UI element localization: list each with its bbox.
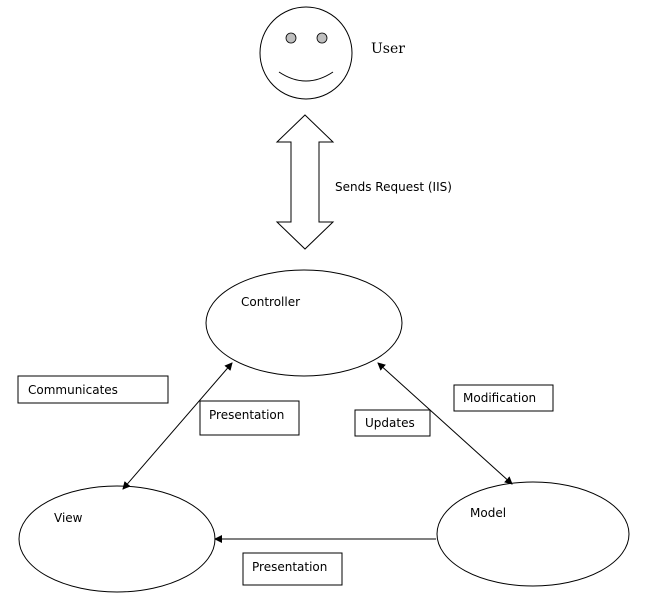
presentation-upper-label: Presentation: [209, 408, 284, 422]
view-node: [18, 485, 216, 593]
communicates-label: Communicates: [28, 383, 118, 397]
modification-box: Modification: [453, 384, 554, 412]
updates-box: Updates: [354, 409, 431, 437]
presentation-lower-label: Presentation: [252, 560, 327, 574]
updates-label: Updates: [365, 416, 415, 430]
request-double-arrow: [275, 114, 335, 250]
request-label: Sends Request (IIS): [335, 180, 452, 194]
controller-view-arrow: [122, 362, 233, 490]
presentation-upper-box: Presentation: [199, 400, 300, 436]
smiley-face-icon: [259, 6, 353, 100]
communicates-box: Communicates: [17, 375, 169, 404]
user-label: User: [371, 41, 405, 57]
model-node: [436, 481, 630, 587]
modification-label: Modification: [463, 391, 536, 405]
model-label: Model: [470, 506, 506, 520]
view-label: View: [54, 511, 83, 525]
controller-node: [205, 269, 403, 377]
controller-model-arrow: [377, 362, 513, 485]
presentation-lower-box: Presentation: [242, 552, 343, 586]
controller-label: Controller: [241, 295, 300, 309]
